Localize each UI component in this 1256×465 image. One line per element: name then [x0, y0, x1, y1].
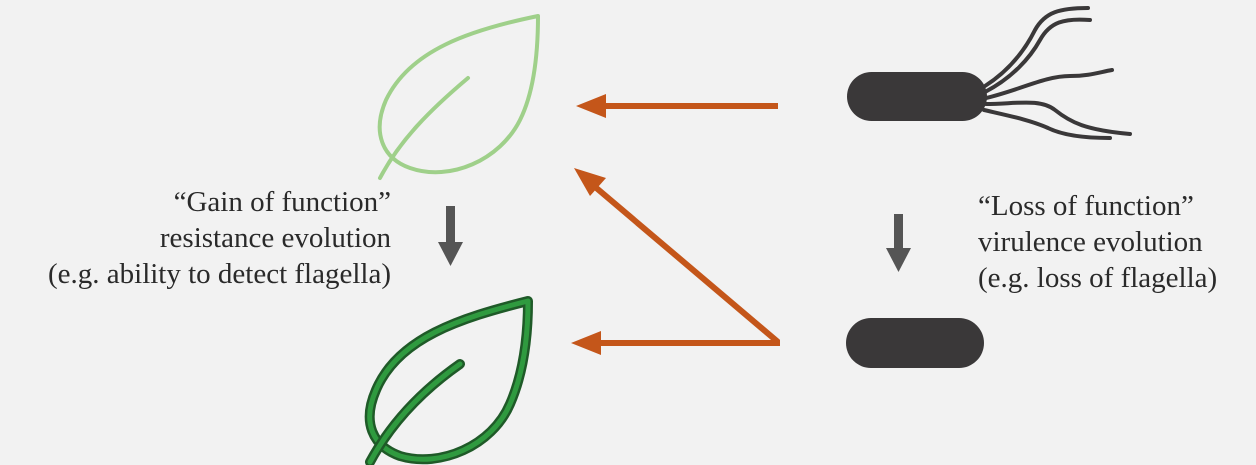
interaction-arrows	[571, 94, 780, 355]
left-caption-example: (e.g. ability to detect flagella)	[47, 258, 391, 290]
evolved-leaf-icon	[364, 296, 533, 465]
right-caption-example: (e.g. loss of flagella)	[978, 262, 1218, 294]
ancestral-leaf-icon	[377, 14, 540, 180]
right-caption-title: “Loss of function”	[978, 190, 1194, 222]
left-caption-title: “Gain of function”	[173, 186, 391, 218]
flagellated-bacterium-icon	[847, 6, 1132, 140]
pathogen-evolution-arrow	[886, 214, 911, 272]
gain-of-function-caption: “Gain of function” resistance evolution …	[48, 184, 391, 292]
loss-of-function-caption: “Loss of function” virulence evolution (…	[978, 188, 1217, 296]
arrow-diagonal-interaction	[574, 168, 780, 345]
plant-evolution-arrow	[438, 206, 463, 266]
bacterium-icon	[846, 318, 984, 368]
left-caption-subtitle: resistance evolution	[159, 222, 391, 254]
right-caption-subtitle: virulence evolution	[978, 226, 1203, 258]
arrow-bottom-interaction	[571, 331, 780, 355]
arrow-top-interaction	[576, 94, 778, 118]
